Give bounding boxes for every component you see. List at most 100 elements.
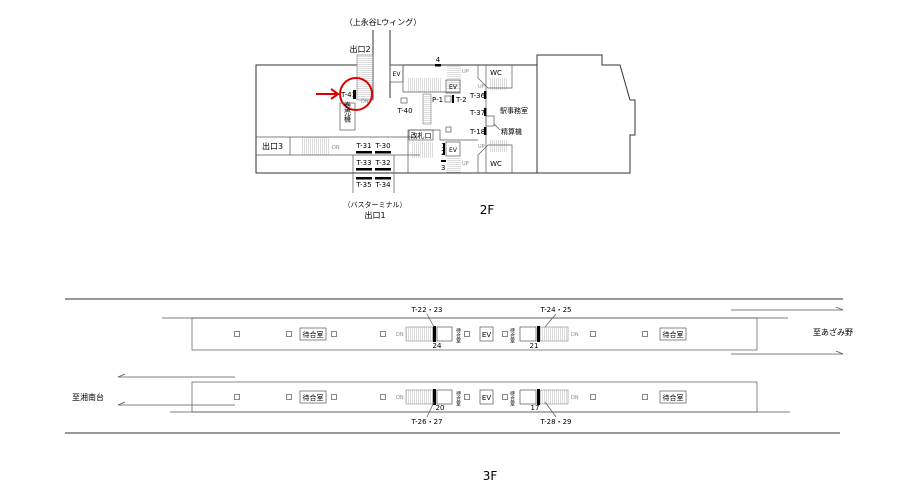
- leader-line: [544, 401, 557, 418]
- sign-bar: [375, 177, 391, 180]
- ev-label: EV: [393, 71, 402, 78]
- stairs-right[interactable]: [539, 389, 569, 405]
- waiting-room-label: 待合室: [663, 330, 684, 339]
- sign-24: 24: [433, 342, 442, 350]
- waiting-room-small: [436, 326, 453, 342]
- exit3-stairs[interactable]: [302, 137, 330, 155]
- stairs-left[interactable]: [405, 326, 434, 342]
- stairs-left[interactable]: [405, 389, 434, 405]
- pillar: [331, 331, 337, 337]
- ev-label: EV: [482, 331, 491, 339]
- sign-t41-mark: [353, 90, 356, 99]
- highlight-circle: [339, 77, 373, 111]
- station-office-label: 駅事務室: [500, 106, 528, 115]
- waiting-room-box: [659, 390, 687, 404]
- pillar: [464, 394, 470, 400]
- waiting-room-box: [659, 327, 687, 341]
- ticket-machine-label: 券売機: [344, 101, 352, 124]
- waiting-room-label: 待合室: [663, 393, 684, 402]
- exit2-destination: （上永谷Lウィング）: [345, 17, 421, 27]
- stairs-right[interactable]: [539, 326, 569, 342]
- sign-t34: T-34: [374, 181, 391, 189]
- stairs[interactable]: [447, 65, 461, 90]
- sign-bar: [537, 389, 540, 405]
- pillar: [590, 394, 596, 400]
- up-label: UP: [478, 84, 485, 90]
- up-label: UP: [478, 144, 485, 150]
- wc-bottom-label: WC: [490, 160, 502, 168]
- pillar: [590, 331, 596, 337]
- ticket-machine-box: [339, 102, 356, 131]
- sign-bar: [435, 64, 441, 67]
- ev-label: EV: [449, 84, 458, 91]
- sign-t30: T-30: [374, 142, 390, 150]
- waiting-room-small-label: 待合室: [455, 390, 461, 406]
- elevator-top[interactable]: [445, 79, 461, 94]
- stairs[interactable]: [490, 78, 508, 90]
- ev-label: EV: [482, 394, 491, 402]
- pillar: [444, 95, 452, 103]
- pillar: [445, 126, 452, 133]
- platform-2: [191, 381, 758, 413]
- sign-t2: T-2: [455, 96, 467, 104]
- sign-bar: [484, 108, 487, 116]
- red-arrow-head-icon: [330, 88, 340, 100]
- sign-bar: [452, 95, 454, 103]
- pillar: [234, 394, 240, 400]
- sign-bar: [375, 168, 391, 171]
- platform-1: [191, 317, 758, 351]
- sign-bar: [537, 326, 540, 342]
- direction-shonandai: 至湘南台: [72, 392, 104, 402]
- pillar: [464, 331, 470, 337]
- pillar: [380, 331, 386, 337]
- sign-4: 4: [436, 56, 441, 64]
- stairs[interactable]: [412, 142, 434, 158]
- sign-21: 21: [530, 342, 539, 350]
- sign-t35: T-35: [355, 181, 371, 189]
- floor-label-3f: 3F: [483, 469, 498, 483]
- up-label: UP: [462, 161, 469, 167]
- fare-adjust-machine: [485, 115, 495, 127]
- stairs[interactable]: [490, 140, 508, 152]
- sign-t41: T-41: [340, 91, 356, 99]
- exit3-box: [256, 136, 291, 156]
- arrow-right-icon: [731, 306, 844, 311]
- arrow-left-icon: [117, 373, 235, 378]
- sign-t31: T-31: [355, 142, 371, 150]
- sign-bar: [443, 143, 445, 155]
- waiting-room-small: [519, 326, 537, 342]
- direction-azamino: 至あざみ野: [813, 327, 853, 337]
- sign-bar: [433, 389, 436, 405]
- arrow-right-icon: [731, 350, 844, 355]
- sign-t18: T-18: [469, 128, 485, 136]
- 2f-outline: [255, 54, 636, 174]
- sign-bar: [433, 326, 436, 342]
- waiting-room-box: [299, 327, 327, 341]
- sign-p1: P-1: [432, 96, 443, 104]
- sign-bar: [356, 177, 372, 180]
- stairs[interactable]: [447, 157, 461, 173]
- floor-label-2f: 2F: [480, 203, 495, 217]
- pillar: [380, 394, 386, 400]
- waiting-room-small-label: 待合室: [455, 327, 461, 343]
- sign-17: 17: [531, 404, 540, 412]
- sign-t33: T-33: [355, 159, 371, 167]
- floor-2f-plan: （上永谷Lウィング） 出口2 DN T-41 券売機 出口3 DN T-31 T…: [255, 17, 636, 220]
- elevator-bottom[interactable]: [445, 141, 461, 157]
- sign-t22-23: T-22・23: [411, 306, 443, 314]
- elevator[interactable]: [479, 389, 494, 405]
- exit1-label: 出口1: [364, 210, 385, 220]
- ev-label: EV: [449, 147, 458, 154]
- exit3-label: 出口3: [262, 141, 283, 151]
- elevator[interactable]: [479, 326, 494, 342]
- stairs[interactable]: [408, 78, 442, 92]
- wc-top-label: WC: [490, 69, 502, 77]
- sign-t40: T-40: [396, 107, 412, 115]
- pillar: [502, 394, 508, 400]
- dn-label: DN: [361, 99, 369, 105]
- ticket-gate-box: [408, 129, 434, 141]
- exit2-label: 出口2: [349, 44, 370, 54]
